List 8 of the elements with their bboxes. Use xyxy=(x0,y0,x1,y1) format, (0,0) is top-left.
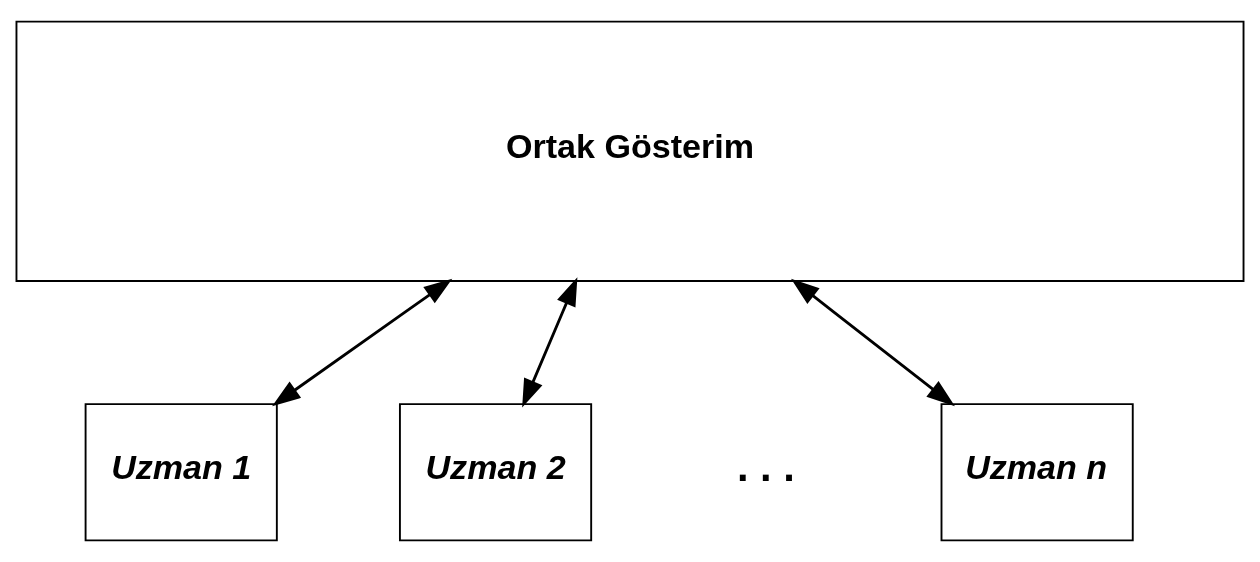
node-box: Ortak Gösterim xyxy=(15,20,1245,282)
arrow xyxy=(272,278,453,407)
node-box: Uzman 1 xyxy=(84,403,278,542)
node-box: Uzman 2 xyxy=(399,403,593,542)
node-box: Uzman n xyxy=(940,403,1134,542)
arrow xyxy=(522,277,578,408)
arrow xyxy=(791,278,955,407)
label: . . . xyxy=(736,442,795,490)
